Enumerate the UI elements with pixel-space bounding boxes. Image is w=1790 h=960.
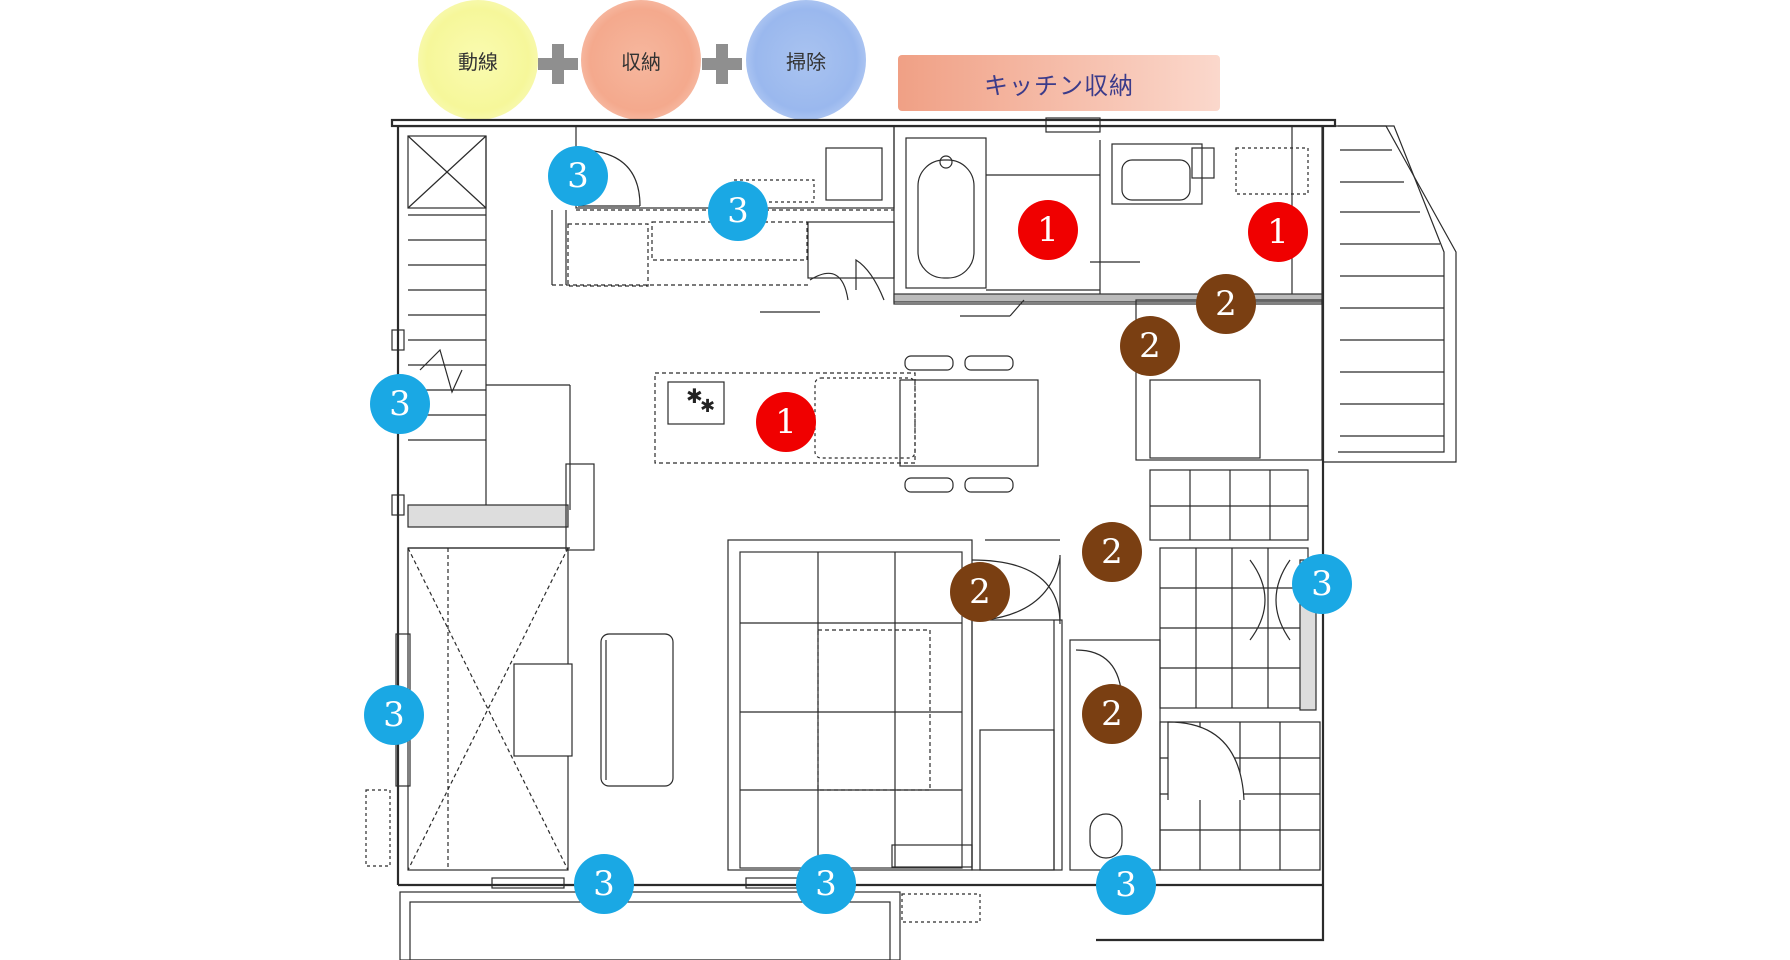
kitchen-storage-banner: キッチン収納 — [898, 55, 1220, 111]
legend-label-storage: 収納 — [621, 49, 661, 74]
toilet-room — [1069, 639, 1161, 871]
marker-1: 1 — [1018, 200, 1078, 260]
marker-1: 1 — [1248, 202, 1308, 262]
center-closets — [971, 555, 1063, 871]
marker-2: 2 — [1120, 316, 1180, 376]
marker-label: 2 — [969, 572, 991, 612]
marker-3: 3 — [574, 854, 634, 914]
svg-text:✱: ✱ — [700, 396, 715, 417]
marker-label: 1 — [1267, 212, 1289, 252]
marker-2: 2 — [1082, 522, 1142, 582]
marker-label: 3 — [1311, 564, 1333, 604]
marker-2: 2 — [1196, 274, 1256, 334]
legend-circle-storage: 収納 — [581, 0, 701, 120]
marker-3: 3 — [364, 685, 424, 745]
outer-walls — [390, 118, 1337, 942]
bath-rooms — [893, 117, 1323, 317]
marker-label: 3 — [389, 384, 411, 424]
plus-icon — [538, 44, 578, 84]
legend-circle-flow: 動線 — [418, 0, 538, 120]
right-stair — [1323, 125, 1457, 463]
left-stair — [391, 135, 595, 551]
marker-label: 2 — [1215, 284, 1237, 324]
marker-3: 3 — [1096, 855, 1156, 915]
marker-2: 2 — [1082, 684, 1142, 744]
legend-circle-cleaning: 掃除 — [746, 0, 866, 120]
kitchen-storage-label: キッチン収納 — [984, 71, 1134, 100]
balcony — [399, 877, 981, 960]
marker-label: 2 — [1101, 694, 1123, 734]
marker-3: 3 — [1292, 554, 1352, 614]
marker-label: 3 — [727, 191, 749, 231]
legend-label-flow: 動線 — [458, 49, 498, 74]
marker-3: 3 — [708, 181, 768, 241]
marker-2: 2 — [950, 562, 1010, 622]
plus-icon — [702, 44, 742, 84]
marker-3: 3 — [796, 854, 856, 914]
marker-3: 3 — [370, 374, 430, 434]
marker-label: 3 — [1115, 865, 1137, 905]
sofa — [600, 633, 674, 787]
svg-text:✱: ✱ — [686, 384, 703, 408]
marker-label: 3 — [815, 864, 837, 904]
marker-3: 3 — [548, 146, 608, 206]
marker-label: 2 — [1101, 532, 1123, 572]
marker-label: 3 — [593, 864, 615, 904]
kitchen-dining: ✱ ✱ — [654, 355, 1039, 493]
door-swings — [577, 149, 1061, 625]
marker-label: 3 — [567, 156, 589, 196]
legend-label-cleaning: 掃除 — [786, 49, 826, 74]
tatami-room — [727, 539, 973, 871]
marker-label: 3 — [383, 695, 405, 735]
marker-1: 1 — [756, 392, 816, 452]
marker-label: 2 — [1139, 326, 1161, 366]
marker-label: 1 — [1037, 210, 1059, 250]
marker-label: 1 — [775, 402, 797, 442]
left-lower-room — [365, 547, 573, 871]
